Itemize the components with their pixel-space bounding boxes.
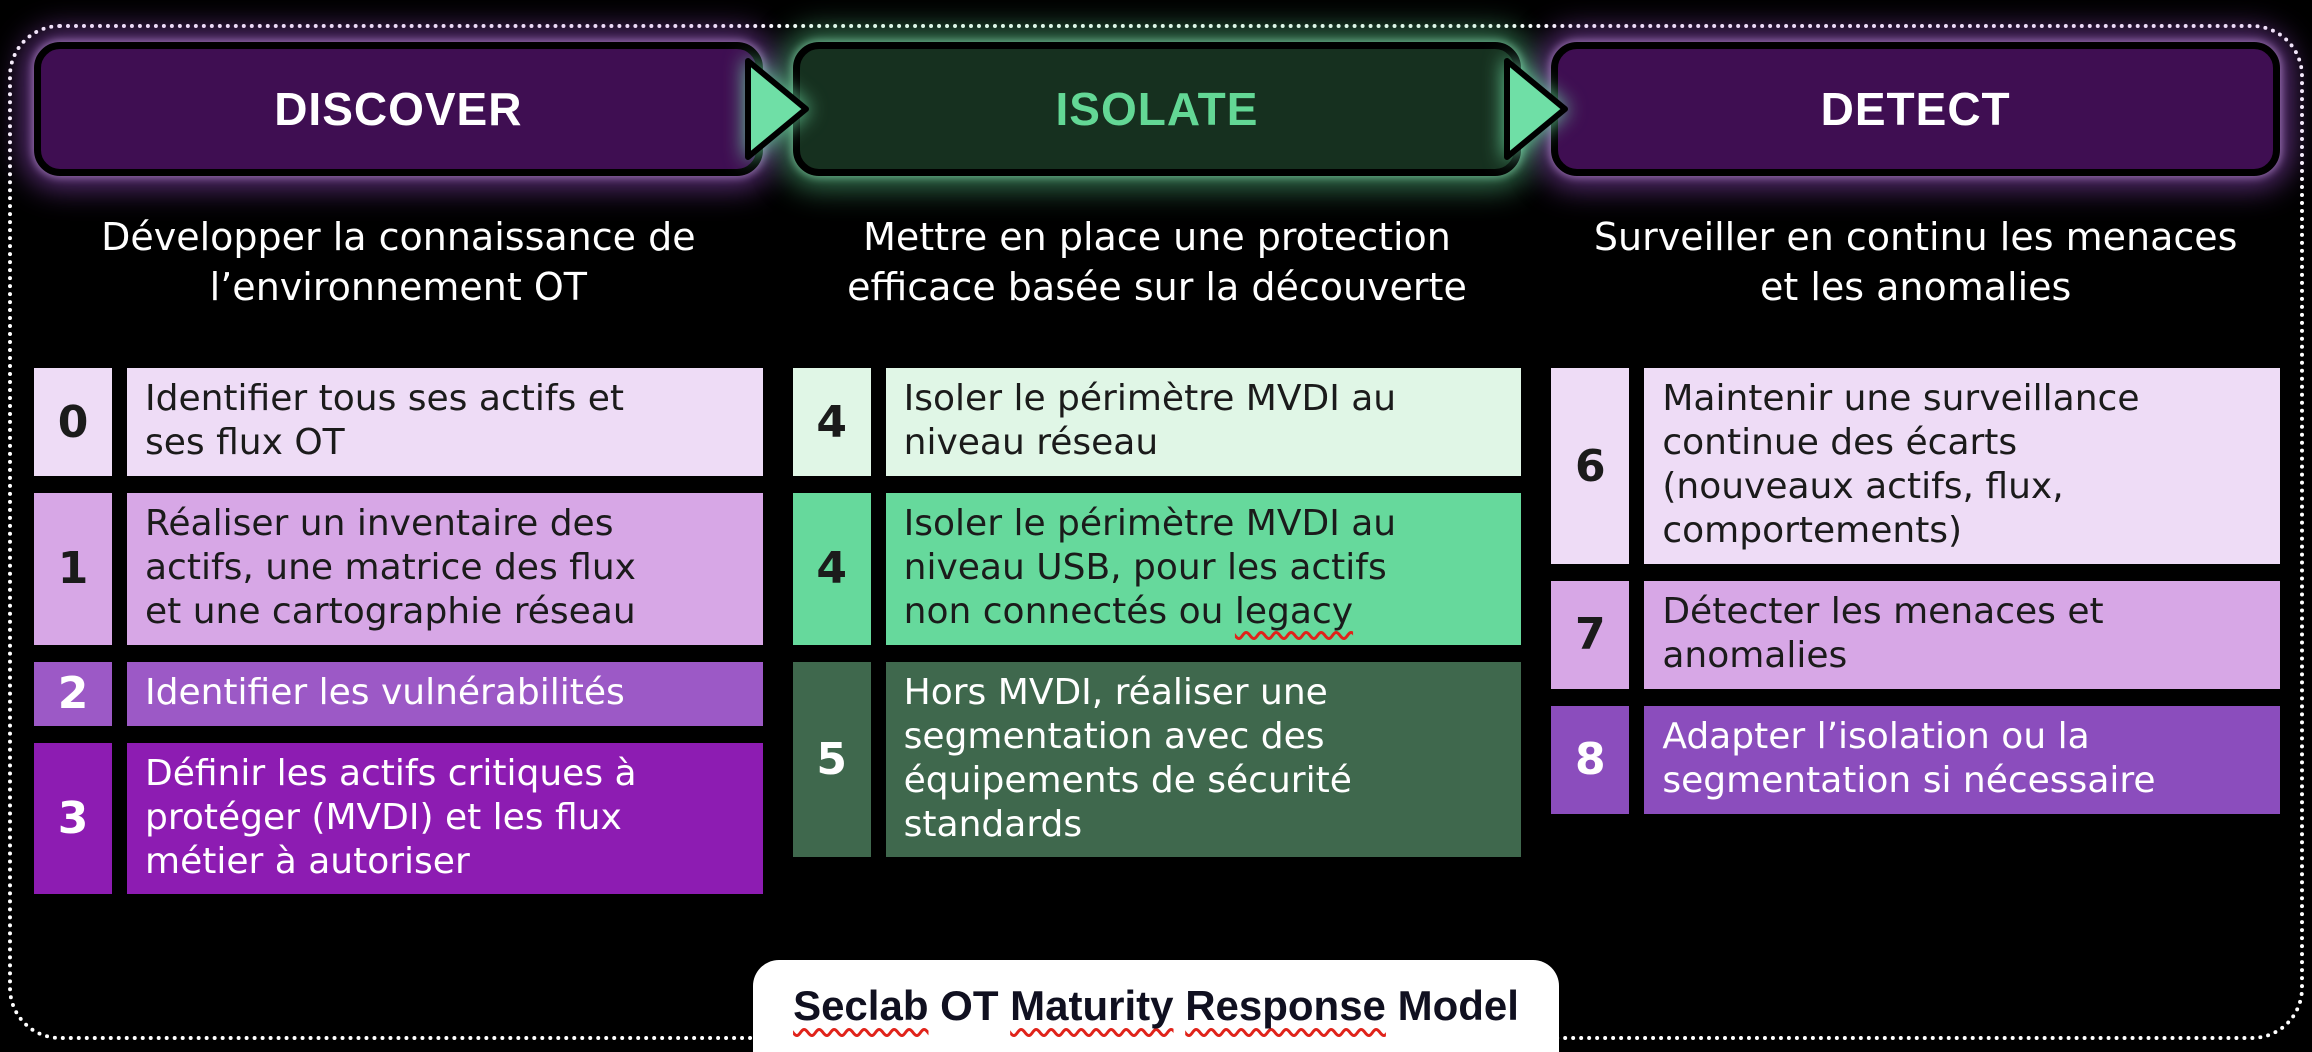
model-title-box: Seclab OT Maturity Response Model <box>753 960 1559 1052</box>
step-text: Définir les actifs critiques à protéger … <box>127 742 763 895</box>
step-number: 2 <box>34 661 112 726</box>
phase-header-isolate: ISOLATE <box>792 42 1522 176</box>
step-number: 4 <box>792 493 871 645</box>
step-text-main: Isoler le périmètre MVDI au niveau USB, … <box>903 503 1397 632</box>
model-title-part: Model <box>1385 982 1519 1029</box>
step-row: 0 Identifier tous ses actifs et ses flux… <box>34 368 763 477</box>
step-row: 6 Maintenir une surveillance continue de… <box>1551 368 2280 564</box>
step-number: 8 <box>1551 705 1630 814</box>
step-row: 8 Adapter l’isolation ou la segmentation… <box>1551 705 2280 814</box>
step-row: 1 Réaliser un inventaire des actifs, une… <box>34 493 763 645</box>
model-title-part <box>1174 982 1186 1030</box>
phase-description-row: Développer la connaissance de l’environn… <box>34 212 2280 312</box>
phase-header-discover: DISCOVER <box>34 42 763 176</box>
phase-header-row: DISCOVER ISOLATE DETECT <box>34 42 2280 176</box>
arrow-right-icon <box>1503 58 1568 160</box>
arrow-right-icon <box>744 58 809 160</box>
model-title-part: Seclab <box>793 982 929 1029</box>
step-text: Détecter les menaces et anomalies <box>1644 580 2280 689</box>
model-title-part: Maturity <box>1010 982 1174 1029</box>
step-text: Isoler le périmètre MVDI au niveau résea… <box>885 368 1522 477</box>
step-text: Hors MVDI, réaliser une segmentation ave… <box>885 661 1522 858</box>
steps-column-detect: 6 Maintenir une surveillance continue de… <box>1551 368 2280 814</box>
model-title-part: OT <box>928 982 1011 1029</box>
phase-label-isolate: ISOLATE <box>1055 83 1259 135</box>
step-text: Maintenir une surveillance continue des … <box>1644 368 2280 564</box>
phase-description-detect: Surveiller en continu les menaces et les… <box>1593 215 2238 310</box>
phase-label-discover: DISCOVER <box>274 83 523 135</box>
phase-label-detect: DETECT <box>1820 83 2011 135</box>
step-text-misspelled-word: legacy <box>1234 590 1354 632</box>
step-row: 3 Définir les actifs critiques à protége… <box>34 742 763 895</box>
steps-column-isolate: 4 Isoler le périmètre MVDI au niveau rés… <box>792 368 1522 858</box>
steps-column-discover: 0 Identifier tous ses actifs et ses flux… <box>34 368 763 895</box>
step-number: 0 <box>34 368 112 477</box>
step-number: 5 <box>792 661 871 858</box>
step-number: 3 <box>34 742 112 895</box>
step-text: Identifier les vulnérabilités <box>127 661 763 726</box>
phase-header-detect: DETECT <box>1551 42 2280 176</box>
step-number: 7 <box>1551 580 1630 689</box>
step-number: 4 <box>792 368 871 477</box>
phase-description-discover: Développer la connaissance de l’environn… <box>101 215 696 310</box>
step-text: Adapter l’isolation ou la segmentation s… <box>1644 705 2280 814</box>
phase-description-isolate: Mettre en place une protection efficace … <box>847 215 1467 310</box>
step-number: 6 <box>1551 368 1630 564</box>
step-row: 7 Détecter les menaces et anomalies <box>1551 580 2280 689</box>
step-text: Réaliser un inventaire des actifs, une m… <box>127 493 763 645</box>
step-row: 2 Identifier les vulnérabilités <box>34 661 763 726</box>
step-number: 1 <box>34 493 112 645</box>
model-title-part: Response <box>1185 982 1386 1029</box>
step-row: 4 Isoler le périmètre MVDI au niveau rés… <box>792 368 1522 477</box>
step-row: 5 Hors MVDI, réaliser une segmentation a… <box>792 661 1522 858</box>
steps-row: 0 Identifier tous ses actifs et ses flux… <box>34 368 2280 895</box>
step-row: 4 Isoler le périmètre MVDI au niveau USB… <box>792 493 1522 645</box>
step-text: Isoler le périmètre MVDI au niveau USB, … <box>885 493 1522 645</box>
step-text: Identifier tous ses actifs et ses flux O… <box>127 368 763 477</box>
